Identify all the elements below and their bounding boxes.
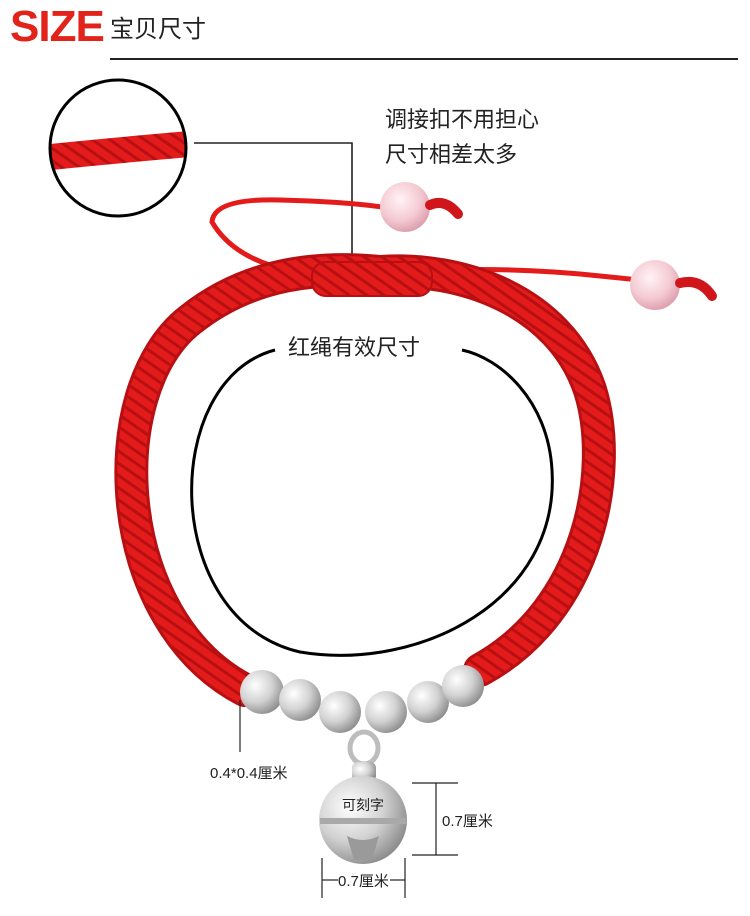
bell-width-label: 0.7厘米 [338, 873, 389, 890]
note-line-1: 调接扣不用担心 [385, 108, 540, 133]
bead-dimension-label: 0.4*0.4厘米 [210, 765, 288, 782]
bell-height-label: 0.7厘米 [442, 813, 493, 830]
pink-bead-icon [630, 260, 717, 310]
silver-beads [240, 665, 484, 733]
zoom-circle-icon [48, 78, 188, 218]
note-line-2: 尺寸相差太多 [385, 143, 518, 168]
sliding-knot [311, 261, 433, 297]
pink-bead-icon [380, 182, 463, 232]
header-divider [110, 58, 738, 60]
zoom-leader-line [194, 142, 353, 272]
cord-tail-left [209, 197, 401, 279]
bell-charm-icon [319, 729, 407, 864]
size-subtitle: 宝贝尺寸 [110, 15, 206, 43]
inner-size-ring [190, 348, 554, 657]
charm-engraving-text: 可刻字 [342, 798, 384, 814]
size-title: SIZE [10, 2, 105, 51]
inner-size-label: 红绳有效尺寸 [288, 336, 421, 361]
